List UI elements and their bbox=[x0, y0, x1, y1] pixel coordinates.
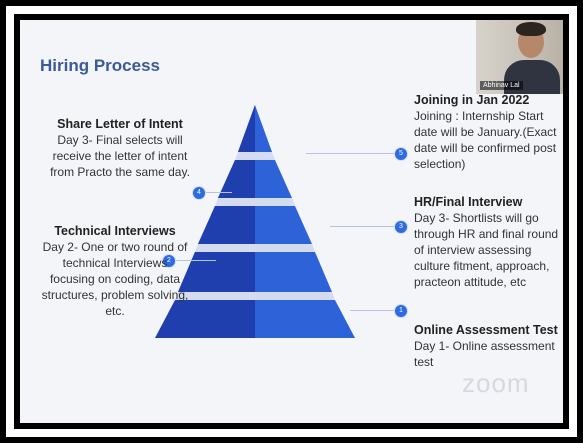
online-block: Online Assessment Test Day 1- Online ass… bbox=[414, 322, 562, 370]
slide-title: Hiring Process bbox=[40, 56, 160, 75]
step-marker-4: 4 bbox=[192, 186, 206, 200]
technical-body: Day 2- One or two round of technical Int… bbox=[41, 240, 189, 318]
online-body: Day 1- Online assessment test bbox=[414, 339, 555, 369]
connector-line-3 bbox=[330, 226, 398, 227]
participant-video-tile[interactable]: Abhinav Lal bbox=[476, 20, 563, 94]
zoom-watermark: zoom bbox=[462, 368, 530, 398]
step-marker-3: 3 bbox=[394, 220, 408, 234]
pyramid-diagram bbox=[155, 105, 355, 338]
joining-body: Joining : Internship Start date will be … bbox=[414, 109, 557, 171]
step-marker-5: 5 bbox=[394, 147, 408, 161]
presentation-slide: Hiring Process 5 4 3 2 1 Share Letter of… bbox=[20, 20, 563, 423]
share-letter-body: Day 3- Final selects will receive the le… bbox=[50, 133, 190, 179]
share-letter-block: Share Letter of Intent Day 3- Final sele… bbox=[40, 116, 200, 180]
technical-heading: Technical Interviews bbox=[54, 224, 176, 238]
hr-heading: HR/Final Interview bbox=[414, 195, 523, 209]
pyramid-tier-3-shade bbox=[198, 206, 255, 244]
connector-line-1 bbox=[350, 310, 402, 311]
pyramid-tier-2-shade bbox=[178, 252, 255, 292]
participant-name-label: Abhinav Lal bbox=[480, 81, 523, 90]
connector-line-4 bbox=[202, 192, 232, 193]
technical-block: Technical Interviews Day 2- One or two r… bbox=[40, 223, 190, 319]
step-marker-1: 1 bbox=[394, 304, 408, 318]
connector-line-5 bbox=[306, 153, 396, 154]
pyramid-tier-1-shade bbox=[155, 300, 255, 338]
pyramid-tier-4-shade bbox=[218, 160, 255, 198]
connector-line-2 bbox=[176, 260, 216, 261]
hr-block: HR/Final Interview Day 3- Shortlists wil… bbox=[414, 194, 562, 290]
hr-body: Day 3- Shortlists will go through HR and… bbox=[414, 211, 559, 289]
online-heading: Online Assessment Test bbox=[414, 323, 558, 337]
joining-heading: Joining in Jan 2022 bbox=[414, 93, 530, 107]
pyramid-tier-5-shade bbox=[238, 105, 255, 152]
joining-block: Joining in Jan 2022 Joining : Internship… bbox=[414, 92, 562, 172]
step-marker-2: 2 bbox=[162, 254, 176, 268]
share-letter-heading: Share Letter of Intent bbox=[57, 117, 183, 131]
